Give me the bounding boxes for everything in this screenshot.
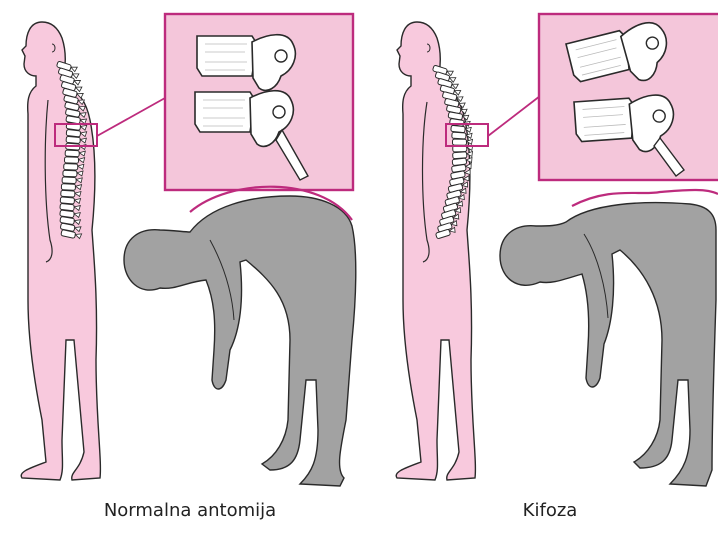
panel-kyphosis [396, 14, 718, 486]
panel-normal [21, 14, 356, 486]
vertebra-segment [452, 139, 472, 145]
caption-kyphosis: Kifoza [420, 500, 680, 521]
callout-line [97, 98, 165, 136]
bending-figure-icon [124, 196, 356, 486]
vertebra-detail-inset [539, 14, 718, 180]
caption-normal: Normalna antomija [40, 500, 340, 521]
bending-figure-icon [500, 203, 716, 486]
standing-figure-icon [21, 22, 100, 480]
callout-line [488, 96, 540, 136]
standing-figure-icon [396, 22, 475, 480]
vertebra-detail-inset [165, 14, 353, 190]
vertebra-segment [452, 132, 472, 139]
